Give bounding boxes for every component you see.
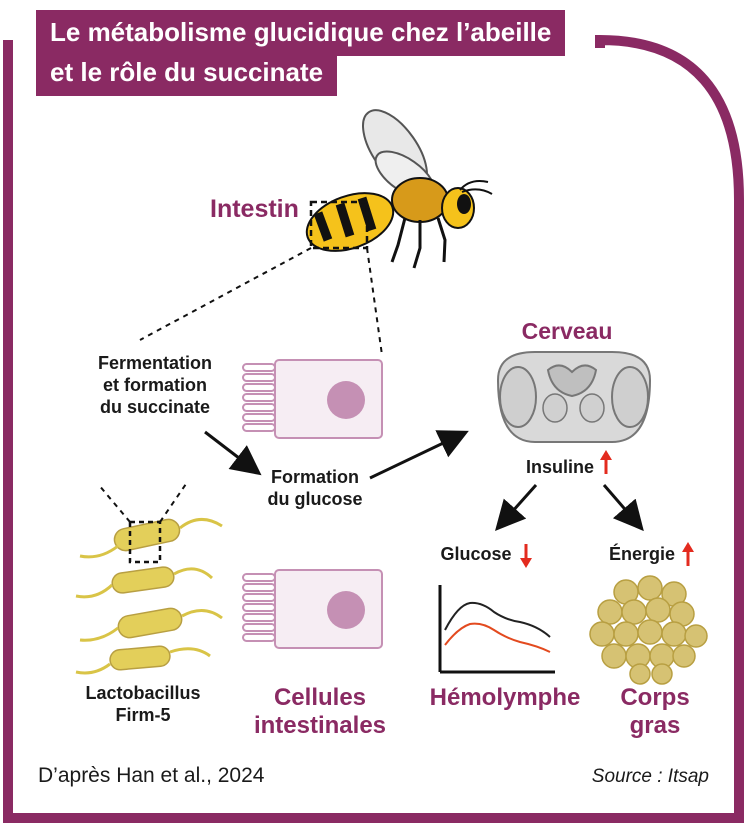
glucose-formation-label: Formation du glucose	[255, 466, 375, 510]
energy-label: Énergie	[608, 544, 676, 564]
fat-body-label: Corps gras	[600, 684, 710, 740]
brain-illustration	[496, 351, 652, 443]
fermentation-line-3: du succinate	[99, 397, 211, 417]
title-block: Le métabolisme glucidique chez l’abeille	[36, 10, 566, 56]
lactobacillus-line-2: Firm-5	[115, 705, 171, 725]
arrow-to-glucose-formation	[204, 430, 262, 476]
hemolymph-plot	[438, 585, 555, 674]
reference-text: D’après Han et al., 2024	[38, 764, 265, 787]
title-line-1: Le métabolisme glucidique chez l’abeille	[50, 17, 552, 47]
leader-line-left	[139, 247, 312, 341]
insulin-up-arrow	[600, 450, 612, 474]
fat-body-line-1: Corps	[620, 684, 690, 711]
hemolymph-label: Hémolymphe	[429, 684, 581, 711]
lactobacillus-line-1: Lactobacillus	[85, 683, 201, 703]
intestine-label: Intestin	[210, 195, 299, 223]
bacteria-illustration	[75, 483, 223, 675]
arrow-to-energy	[602, 484, 644, 532]
glucose-label: Glucose	[440, 544, 512, 564]
intestinal-cells-line-1: Cellules	[273, 684, 367, 711]
fat-body-cluster	[589, 575, 708, 685]
lactobacillus-label: Lactobacillus Firm-5	[78, 682, 208, 726]
leader-line-right	[366, 247, 383, 356]
glucose-formation-line-2: du glucose	[267, 489, 363, 509]
title-block-2: et le rôle du succinate	[36, 52, 338, 96]
brain-label: Cerveau	[521, 318, 613, 344]
source-text: Source : Itsap	[591, 766, 709, 787]
glucose-down-arrow	[520, 544, 532, 568]
arrow-to-brain	[369, 430, 469, 480]
bee-illustration	[305, 109, 493, 269]
insulin-label: Insuline	[525, 457, 594, 477]
fermentation-line-2: et formation	[102, 375, 207, 395]
glucose-formation-line-1: Formation	[271, 467, 359, 487]
title-line-2: et le rôle du succinate	[50, 57, 324, 87]
arrow-to-glucose	[495, 484, 538, 531]
fermentation-line-1: Fermentation	[97, 353, 212, 373]
fat-body-line-2: gras	[629, 712, 681, 739]
intestinal-cells-label: Cellules intestinales	[240, 684, 400, 740]
energy-up-arrow	[682, 542, 694, 566]
fermentation-label: Fermentation et formation du succinate	[80, 352, 230, 418]
intestinal-cell-bottom	[242, 569, 383, 649]
intestinal-cell-top	[242, 359, 383, 439]
intestinal-cells-line-2: intestinales	[253, 712, 387, 739]
